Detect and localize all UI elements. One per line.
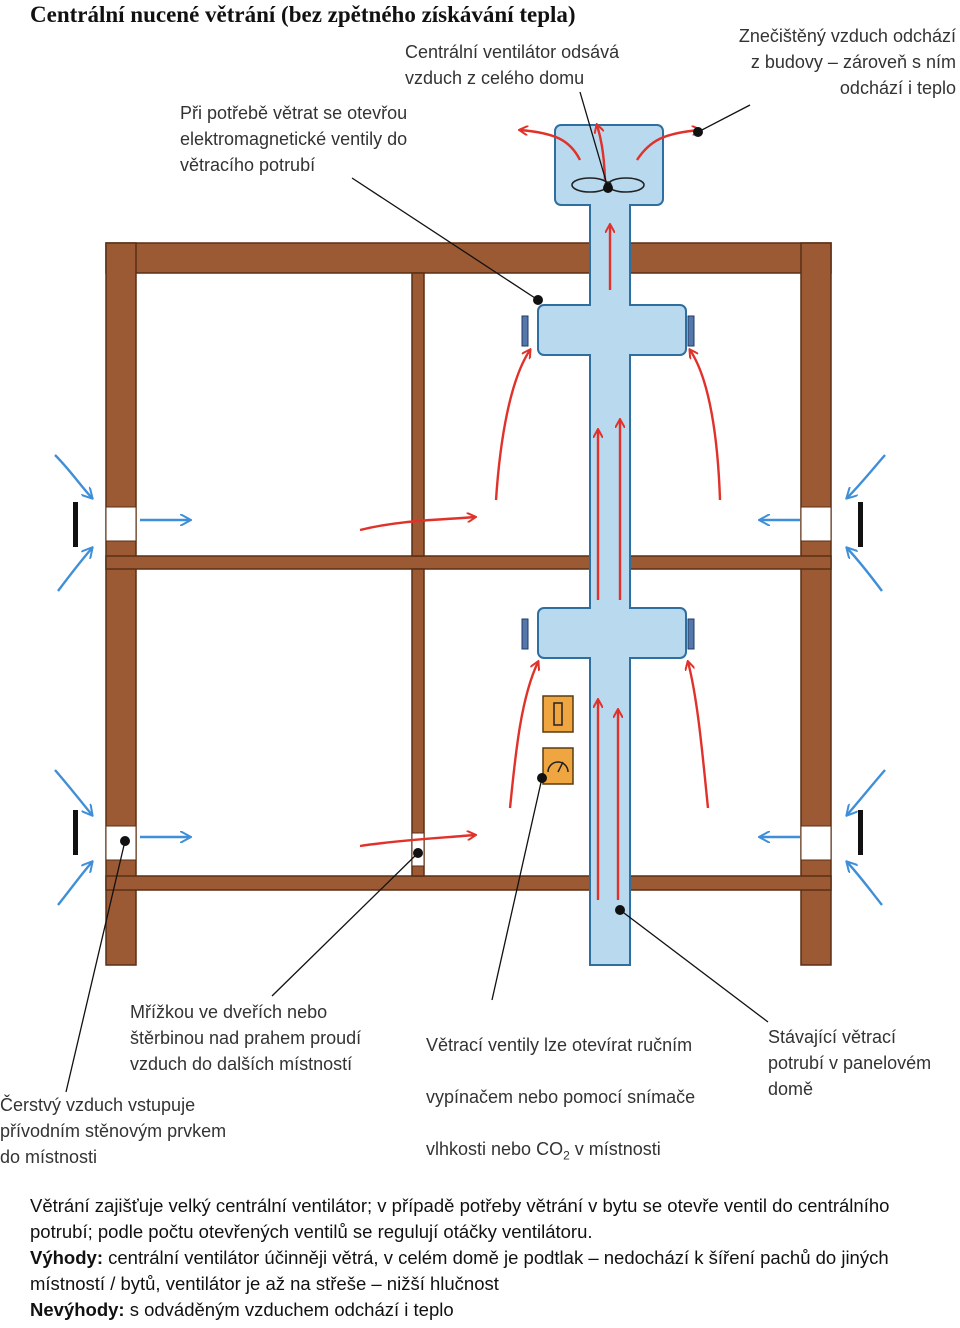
disadvantages-label: Nevýhody: bbox=[30, 1299, 125, 1320]
fan-label: Centrální ventilátor odsává vzduch z cel… bbox=[405, 42, 620, 88]
wall-inlet bbox=[800, 506, 832, 542]
description-line-1: Větrání zajišťuje velký centrální ventil… bbox=[30, 1195, 890, 1242]
fresh-air-arrows bbox=[54, 454, 886, 906]
valves-control-line-3b: v místnosti bbox=[569, 1139, 661, 1159]
valve-plates bbox=[521, 315, 695, 650]
outer-wall-plates bbox=[73, 502, 863, 855]
fresh-air-label: Čerstvý vzduch vstupuje přívodním stěnov… bbox=[0, 1095, 227, 1167]
advantages-paragraph: Výhody: centrální ventilátor účinněji vě… bbox=[30, 1245, 950, 1297]
disadvantages-text: s odváděným vzduchem odchází i teplo bbox=[124, 1299, 454, 1320]
middle-floor bbox=[105, 555, 832, 570]
valve-plate bbox=[687, 315, 695, 347]
wall-inlets bbox=[105, 506, 832, 867]
exhaust-arrows bbox=[359, 125, 722, 900]
building-frame bbox=[105, 242, 832, 966]
valve-junction-lower bbox=[537, 607, 687, 659]
valves-control-label: Větrací ventily lze otevírat ručním vypí… bbox=[426, 1006, 695, 1169]
valve-plate bbox=[687, 618, 695, 650]
page-title: Centrální nucené větrání (bez zpětného z… bbox=[30, 2, 576, 27]
valves-control-sub: 2 bbox=[563, 1148, 570, 1163]
exhaust-label: Znečištěný vzduch odchází z budovy – zár… bbox=[738, 26, 956, 98]
valves-control-line-1: Větrací ventily lze otevírat ručním bbox=[426, 1035, 693, 1055]
valve-plate bbox=[521, 315, 529, 347]
wall-inlet bbox=[105, 506, 137, 542]
valves-control-line-3a: vlhkosti nebo CO bbox=[426, 1139, 564, 1159]
existing-duct-label: Stávající větrací potrubí v panelovém do… bbox=[768, 1027, 932, 1099]
wall-inlet bbox=[800, 825, 832, 861]
valve-plate bbox=[521, 618, 529, 650]
disadvantages-paragraph: Nevýhody: s odváděným vzduchem odchází i… bbox=[30, 1297, 950, 1323]
ventilation-diagram bbox=[54, 91, 886, 1093]
lower-floor bbox=[105, 875, 832, 891]
leader-dots bbox=[120, 127, 703, 915]
valves-label: Při potřebě větrat se otevřou elektromag… bbox=[180, 103, 408, 175]
roof-slab bbox=[105, 242, 832, 274]
advantages-label: Výhody: bbox=[30, 1247, 103, 1268]
humidity-co2-sensor bbox=[542, 747, 574, 785]
valve-junction-upper bbox=[537, 304, 687, 356]
upper-partition bbox=[411, 272, 425, 557]
fan-housing bbox=[554, 124, 664, 206]
advantages-text: centrální ventilátor účinněji větrá, v c… bbox=[30, 1247, 889, 1294]
manual-switch bbox=[542, 695, 574, 733]
grille-label: Mřížkou ve dveřích nebo štěrbinou nad pr… bbox=[130, 1002, 362, 1074]
leader-lines bbox=[65, 91, 769, 1093]
lower-partition bbox=[411, 568, 425, 877]
description-text: Větrání zajišťuje velký centrální ventil… bbox=[30, 1193, 950, 1323]
valves-control-line-2: vypínačem nebo pomocí snímače bbox=[426, 1087, 696, 1107]
